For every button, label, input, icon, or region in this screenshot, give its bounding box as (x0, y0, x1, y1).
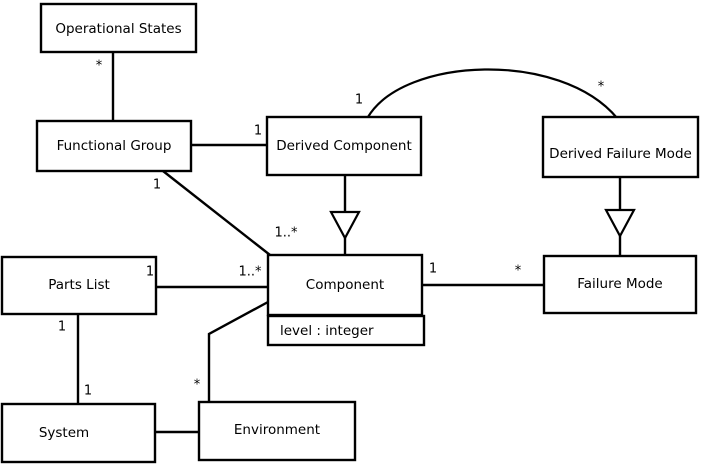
multiplicity-partslist-component-source: 1 (146, 265, 154, 280)
multiplicity-derivedfailuremode-arc-target: * (598, 80, 605, 95)
system-label: System (39, 425, 89, 441)
failure-mode-rect (542, 254, 698, 315)
component-attribute-rect (266, 314, 426, 347)
association-environment-component (207, 300, 269, 402)
class-box-system[interactable]: System (0, 402, 157, 464)
class-box-derived-failure-mode[interactable]: Derived Failure Mode (541, 115, 700, 179)
class-box-parts-list[interactable]: Parts List (0, 255, 158, 316)
derived-component-rect (265, 115, 423, 177)
multiplicity-environment-component: * (194, 378, 201, 393)
multiplicity-opstates-functionalgroup: * (96, 59, 103, 74)
functional-group-rect (35, 119, 193, 173)
multiplicity-functionalgroup-derivedcomponent: 1 (254, 124, 262, 139)
class-box-functional-group[interactable]: Functional Group (35, 119, 193, 173)
functional-group-label: Functional Group (57, 138, 172, 154)
derived-failure-mode-label: Derived Failure Mode (549, 146, 692, 162)
class-box-failure-mode[interactable]: Failure Mode (542, 254, 698, 315)
derived-component-label: Derived Component (276, 138, 412, 154)
environment-label: Environment (234, 422, 320, 438)
operational-states-label: Operational States (55, 21, 181, 37)
multiplicity-partslist-component-target: 1..* (238, 265, 262, 280)
multiplicity-functionalgroup-component-source: 1 (153, 178, 161, 193)
generalization-triangle-component (329, 210, 361, 241)
parts-list-label: Parts List (48, 277, 110, 293)
multiplicity-partslist-system-target: 1 (84, 384, 92, 399)
multiplicity-functionalgroup-component-target: 1..* (274, 226, 298, 241)
environment-rect (197, 400, 357, 462)
component-name-rect (266, 253, 424, 317)
multiplicity-partslist-system-source: 1 (58, 320, 66, 335)
multiplicity-component-failuremode-source: 1 (429, 262, 437, 277)
multiplicity-component-failuremode-target: * (515, 264, 522, 279)
parts-list-rect (0, 255, 158, 316)
component-attribute-label: level : integer (280, 323, 374, 339)
system-rect (0, 402, 157, 464)
component-label: Component (306, 277, 384, 293)
class-box-environment[interactable]: Environment (197, 400, 357, 462)
association-functionalgroup-component (162, 170, 271, 256)
class-box-component[interactable]: Component level : integer (266, 253, 426, 347)
derived-failure-mode-rect (541, 115, 700, 179)
class-box-operational-states[interactable]: Operational States (39, 2, 198, 54)
failure-mode-label: Failure Mode (577, 276, 663, 292)
class-box-derived-component[interactable]: Derived Component (265, 115, 423, 177)
association-derivedcomponent-derivedfailuremode (367, 68, 618, 119)
generalization-triangle-failuremode (604, 208, 636, 239)
multiplicity-derivedcomponent-arc-source: 1 (355, 93, 363, 108)
operational-states-rect (39, 2, 198, 54)
